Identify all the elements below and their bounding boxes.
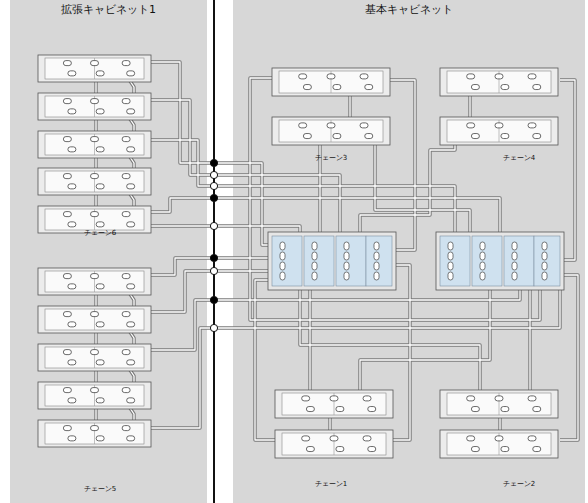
cable-pass-through bbox=[210, 267, 217, 274]
cable-pass-through bbox=[210, 254, 217, 261]
cabinet-panel: 拡張キャビネット1 bbox=[10, 0, 207, 503]
chain-label: チェーン5 bbox=[84, 484, 116, 494]
chain-label: チェーン3 bbox=[315, 153, 347, 163]
cable-pass-through bbox=[210, 324, 217, 331]
cabinet-heading: 拡張キャビネット1 bbox=[10, 0, 207, 17]
cabinet-heading: 基本キャビネット bbox=[233, 0, 585, 17]
cable-pass-through bbox=[210, 296, 217, 303]
cable-pass-through bbox=[210, 182, 217, 189]
chain-label: チェーン4 bbox=[503, 153, 535, 163]
chain-label: チェーン6 bbox=[84, 228, 116, 238]
cabinet-divider bbox=[213, 0, 215, 503]
cabinet-panel: 基本キャビネット bbox=[233, 0, 585, 503]
cable-pass-through bbox=[210, 222, 217, 229]
chain-label: チェーン1 bbox=[315, 479, 347, 489]
chain-label: チェーン2 bbox=[503, 479, 535, 489]
cable-pass-through bbox=[210, 159, 217, 166]
cable-pass-through bbox=[210, 194, 217, 201]
cable-pass-through bbox=[210, 171, 217, 178]
